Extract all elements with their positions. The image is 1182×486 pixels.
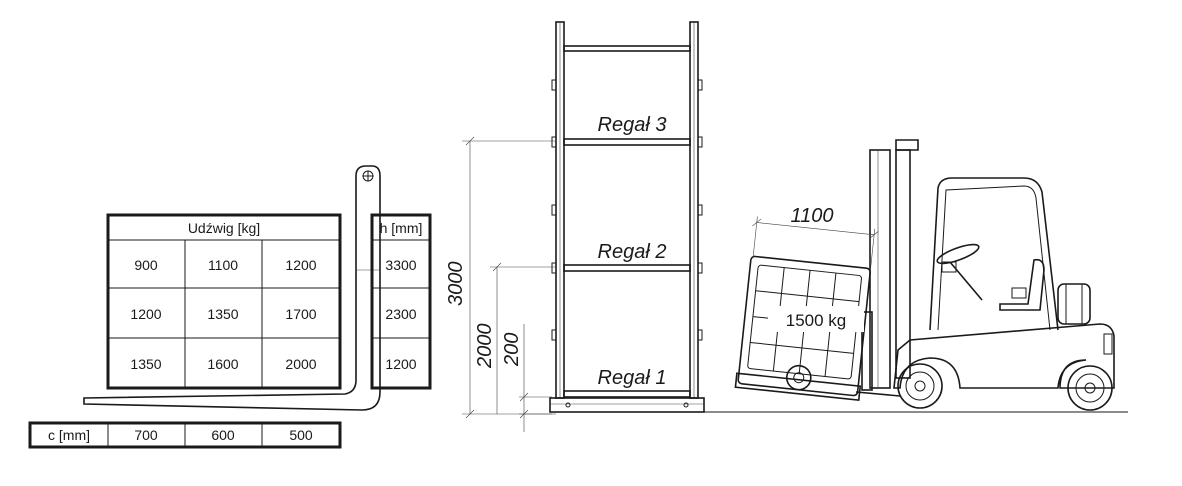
capacity-cell: 1200 [130,306,161,322]
capacity-cell: 1350 [130,356,161,372]
capacity-cell: 1100 [208,257,238,273]
dimension-lines: 3000 2000 200 [445,136,556,432]
capacity-table: Udźwig [kg] 900 1100 1200 1200 1350 1700… [106,213,342,390]
center-table: c [mm] 700 600 500 [28,421,342,449]
center-cell: 500 [289,427,313,443]
center-cell: 600 [211,427,235,443]
load-label-background [768,306,864,332]
height-table: h [mm] 3300 2300 1200 [370,213,432,390]
capacity-cell: 1600 [207,356,238,372]
forklift-drawing [855,139,1115,411]
rack-drawing: Regał 3 Regał 2 Regał 1 [549,21,705,413]
capacity-cell: 1700 [285,306,316,322]
capacity-cell: 900 [134,257,158,273]
capacity-cell: 1350 [207,306,238,322]
shelf-label-3: Regał 3 [598,114,667,136]
dimension-2000: 2000 [474,324,496,370]
dimension-200: 200 [501,333,523,367]
fork-drawing [83,165,381,411]
shelf-label-1: Regał 1 [598,367,667,389]
capacity-header: Udźwig [kg] [188,220,260,236]
dimension-1100: 1100 [790,205,833,227]
center-cell: 700 [134,427,158,443]
center-header: c [mm] [48,427,90,443]
height-cell: 3300 [385,257,416,273]
height-cell: 1200 [385,356,416,372]
dimension-3000: 3000 [445,262,467,307]
load-weight-label: 1500 kg [786,311,847,330]
shelf-label-2: Regał 2 [598,241,667,263]
height-header: h [mm] [380,220,423,236]
height-cell: 2300 [385,306,416,322]
capacity-cell: 2000 [285,356,316,372]
capacity-cell: 1200 [285,257,316,273]
